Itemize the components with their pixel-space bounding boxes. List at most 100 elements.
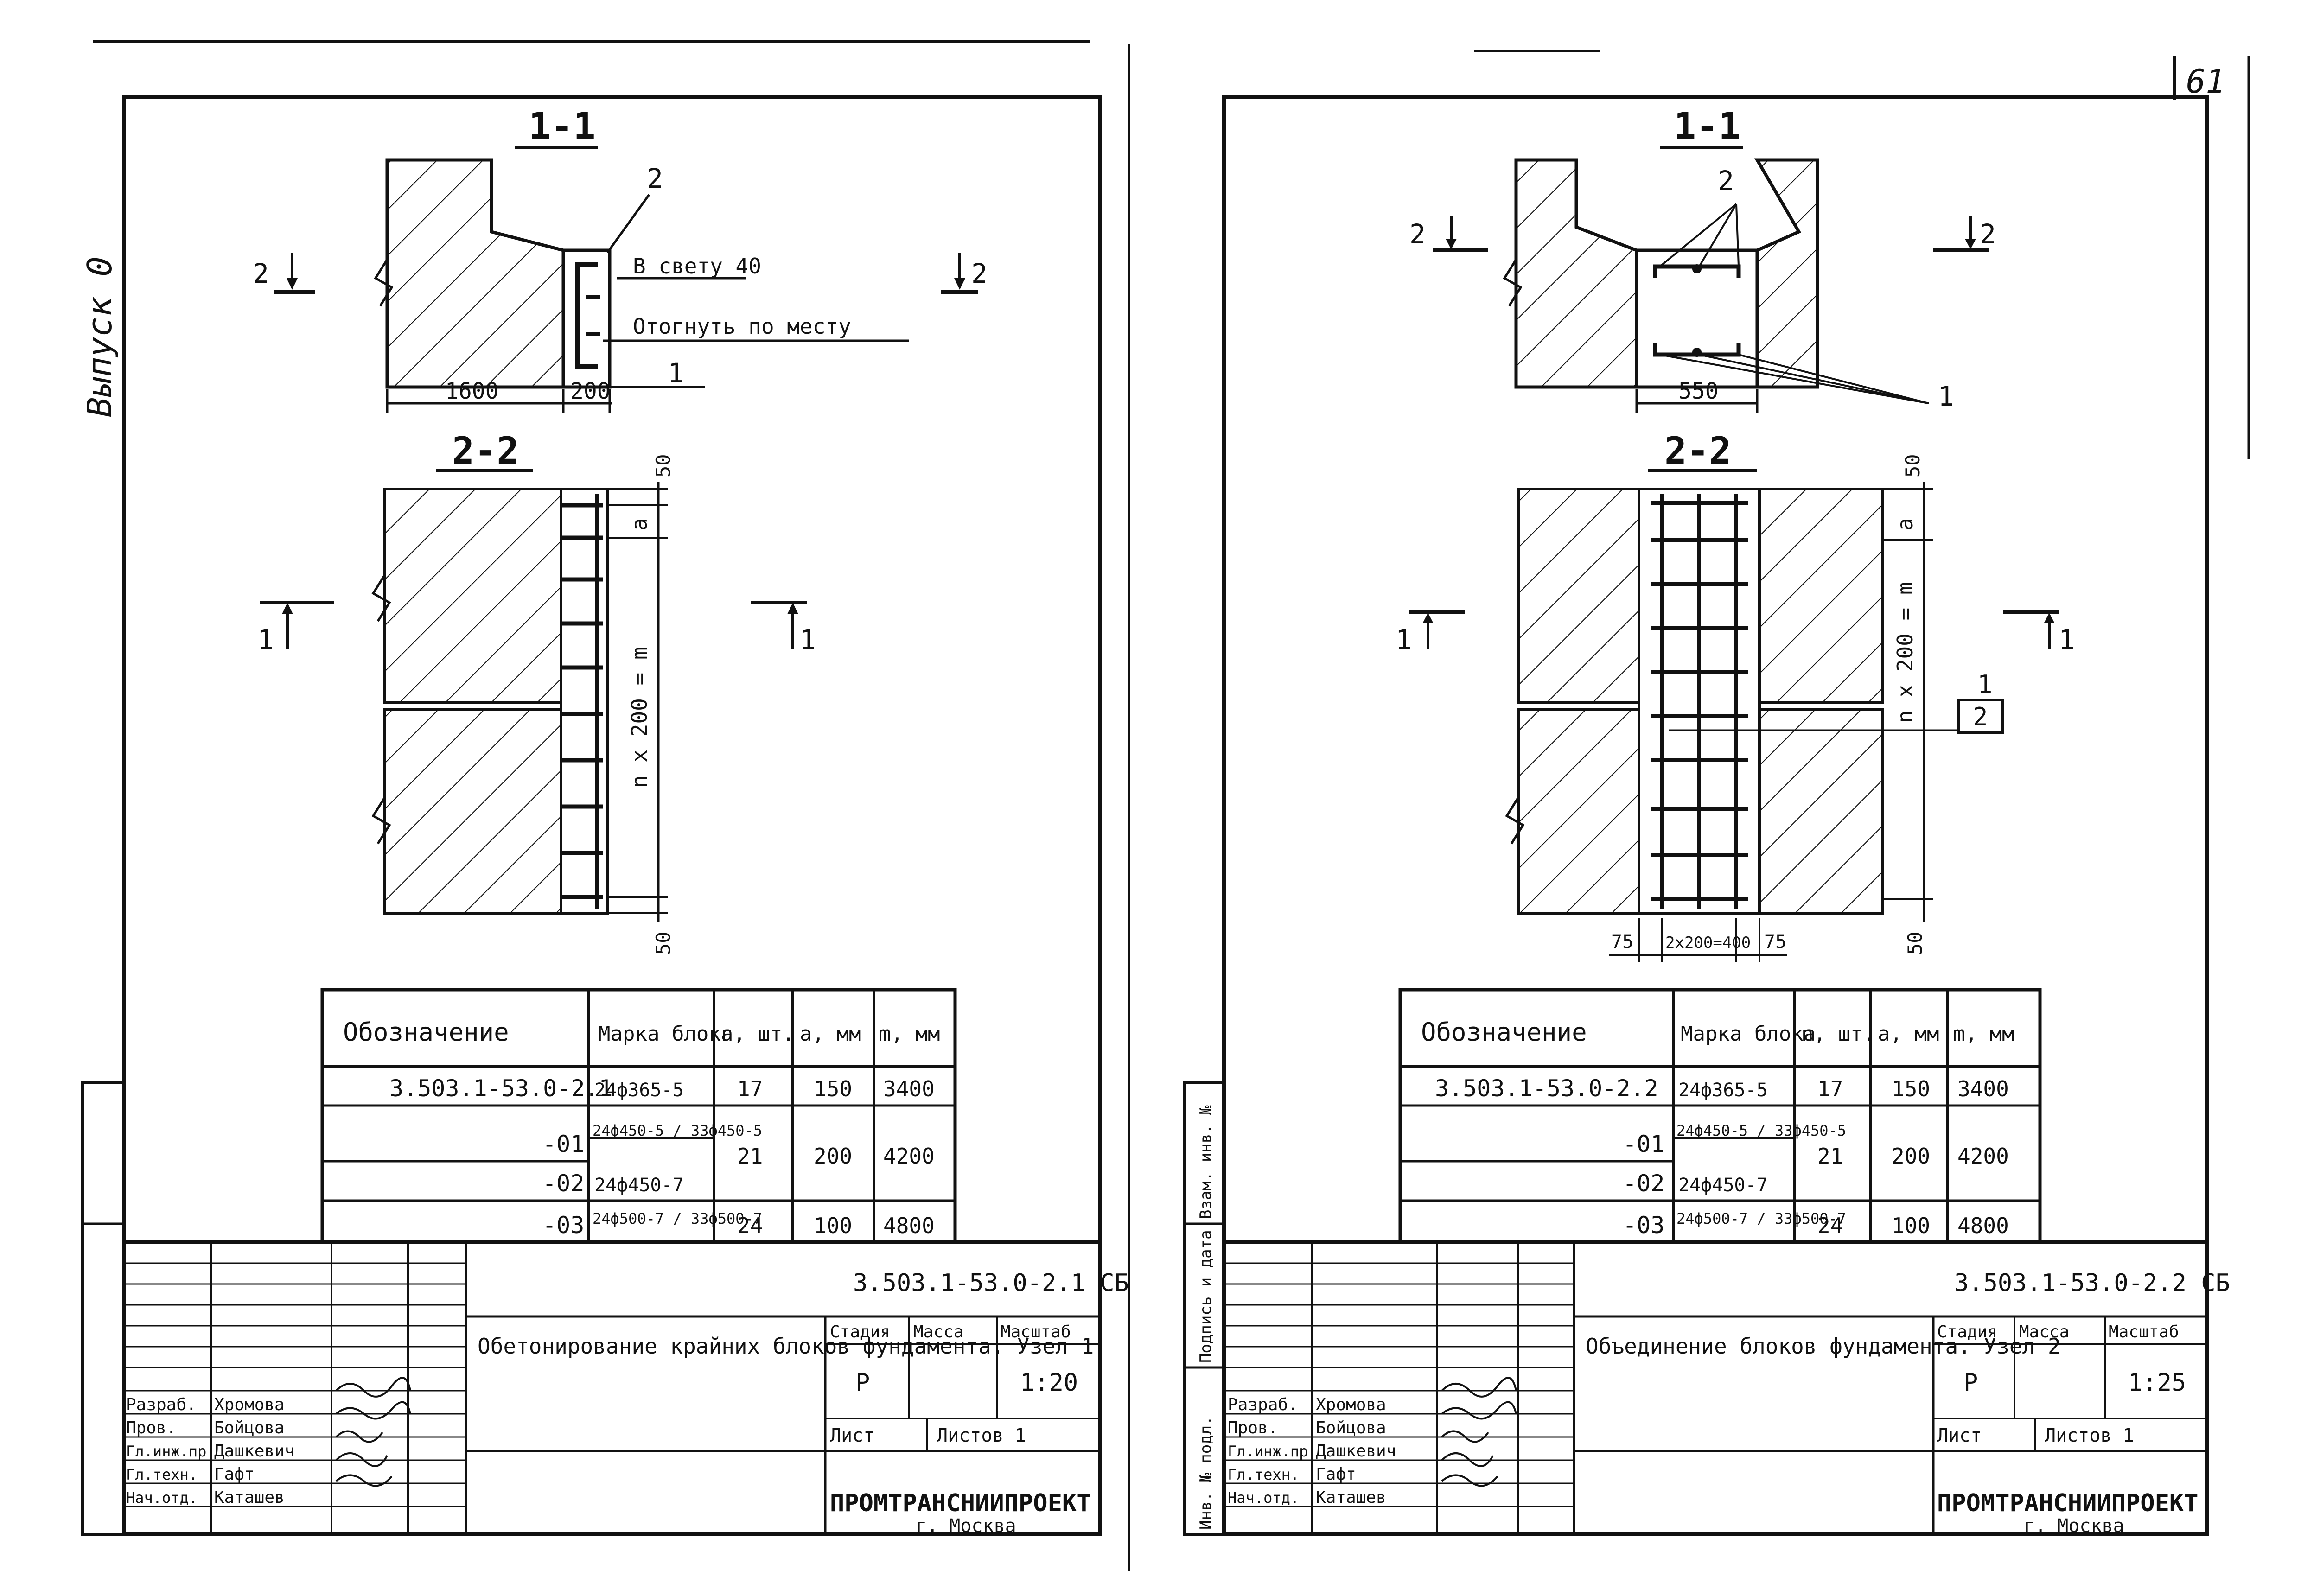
- svg-text:Бойцова: Бойцова: [214, 1418, 285, 1437]
- svg-text:Гафт: Гафт: [214, 1465, 255, 1484]
- svg-text:Гл.техн.: Гл.техн.: [1228, 1466, 1299, 1483]
- right-dim-75-right: 75: [1764, 931, 1786, 953]
- svg-text:24ф500-7 / 33ф500-7: 24ф500-7 / 33ф500-7: [1676, 1210, 1846, 1227]
- svg-text:г. Москва: г. Москва: [2024, 1515, 2124, 1537]
- right-org-name: ПРОМТРАНСНИИПРОЕКТ: [1937, 1489, 2199, 1517]
- svg-text:200: 200: [1892, 1144, 1930, 1169]
- svg-text:200: 200: [814, 1144, 852, 1169]
- left-sheet-frame: [122, 95, 1102, 1536]
- svg-text:24: 24: [1817, 1213, 1843, 1238]
- left-spec-table: Обозначение Марка блока n, шт. a, мм m, …: [320, 988, 957, 1244]
- right-title-block: Разраб. Хромова Пров. Бойцова Гл.инж.пр …: [1224, 1240, 2230, 1537]
- stamp-signature-date: Подпись и дата: [1197, 1230, 1215, 1363]
- svg-text:4200: 4200: [1957, 1144, 2009, 1169]
- left-cut-2-right: 2: [971, 258, 988, 289]
- svg-text:24ф365-5: 24ф365-5: [1678, 1080, 1768, 1101]
- svg-text:Гафт: Гафт: [1316, 1465, 1356, 1484]
- left-block-upper: [383, 488, 562, 704]
- svg-text:Масса: Масса: [913, 1323, 963, 1342]
- svg-text:Дашкевич: Дашкевич: [214, 1442, 294, 1461]
- right-drawing-code: 3.503.1-53.0-2.2 СБ: [1954, 1269, 2230, 1297]
- left-dim-50-top: 50: [652, 454, 675, 477]
- right-cut-1-right: 1: [2059, 624, 2075, 655]
- left-th-designation: Обозначение: [343, 1017, 509, 1047]
- svg-text:Дашкевич: Дашкевич: [1316, 1442, 1396, 1461]
- svg-text:Каташев: Каташев: [214, 1488, 285, 1507]
- left-dim-a: a: [627, 518, 652, 531]
- svg-text:Гл.инж.пр: Гл.инж.пр: [1228, 1443, 1308, 1460]
- right-dim-50-bot: 50: [1904, 931, 1926, 955]
- left-drawing-code: 3.503.1-53.0-2.1 СБ: [853, 1269, 1129, 1297]
- right-th-m: m, мм: [1953, 1022, 2014, 1046]
- left-cut-1-left: 1: [257, 624, 274, 655]
- right-block-lower-right: [1758, 708, 1884, 915]
- left-dim-200: 200: [570, 378, 611, 404]
- right-sheet: Взам. инв. № Подпись и дата Инв. № подл.…: [1183, 95, 2230, 1537]
- svg-text:Каташев: Каташев: [1316, 1488, 1386, 1507]
- svg-text:4800: 4800: [1957, 1213, 2009, 1238]
- left-cut-2-left: 2: [253, 258, 269, 289]
- table-row: -03: [1623, 1212, 1664, 1239]
- right-cut-2-left: 2: [1409, 218, 1426, 250]
- svg-text:Гл.техн.: Гл.техн.: [126, 1466, 198, 1483]
- right-concrete-infill: [1635, 248, 1759, 389]
- right-sheet-frame: [1222, 95, 2209, 1536]
- svg-text:Нач.отд.: Нач.отд.: [1228, 1489, 1299, 1507]
- right-callout-1: 1: [1938, 381, 1954, 412]
- left-dim-50-bot: 50: [652, 931, 675, 955]
- svg-text:150: 150: [1892, 1076, 1930, 1101]
- table-row: 3.503.1-53.0-2.1: [389, 1075, 613, 1102]
- svg-text:21: 21: [1817, 1144, 1843, 1169]
- left-margin-strip: [81, 1081, 126, 1536]
- svg-text:Гл.инж.пр: Гл.инж.пр: [126, 1443, 206, 1460]
- left-stage: Р: [855, 1369, 870, 1397]
- left-th-n: n, шт.: [721, 1022, 795, 1046]
- left-section-2-2-title: 2-2: [452, 429, 519, 472]
- right-dim-a: a: [1893, 518, 1918, 531]
- svg-text:4200: 4200: [883, 1144, 935, 1169]
- left-dim-nx200: n x 200 = m: [627, 647, 652, 788]
- svg-text:Нач.отд.: Нач.отд.: [126, 1489, 198, 1507]
- right-spec-table: Обозначение Марка блока n, шт. a, мм m, …: [1398, 988, 2042, 1244]
- right-block-lower-left: [1517, 708, 1640, 915]
- svg-text:Стадия: Стадия: [1937, 1323, 1997, 1342]
- right-th-a: a, мм: [1878, 1022, 1939, 1046]
- right-dim-nx200: n x 200 = m: [1893, 582, 1918, 723]
- svg-text:24ф500-7 / 33ф500-7: 24ф500-7 / 33ф500-7: [593, 1210, 762, 1227]
- left-dim-1600: 1600: [445, 378, 499, 404]
- right-dim-50-top: 50: [1901, 454, 1924, 477]
- svg-text:17: 17: [1817, 1076, 1843, 1101]
- right-block-upper-right: [1758, 488, 1884, 704]
- right-dim-550: 550: [1678, 378, 1719, 404]
- stamp-inventory: Инв. № подл.: [1197, 1416, 1215, 1530]
- svg-text:Листов 1: Листов 1: [2045, 1425, 2134, 1446]
- signature-marks: [335, 1377, 411, 1487]
- svg-text:3400: 3400: [1957, 1076, 2009, 1101]
- svg-text:100: 100: [1892, 1213, 1930, 1238]
- right-block-left: [1514, 158, 1638, 389]
- left-sheet: 1-1 2 В свету 40 Отогнуть по месту 1 160…: [81, 95, 1129, 1537]
- right-rebar-cage: [1651, 494, 1748, 909]
- signature-marks: [1441, 1377, 1517, 1487]
- left-th-mark: Марка блока: [598, 1022, 733, 1046]
- page-number: 61: [2186, 63, 2225, 101]
- left-drawing-title: Обетонирование крайних блоков фундамента…: [478, 1334, 1094, 1359]
- svg-text:Пров.: Пров.: [126, 1418, 176, 1437]
- svg-text:Бойцова: Бойцова: [1316, 1418, 1386, 1437]
- left-scale: 1:20: [1020, 1369, 1078, 1397]
- right-cut-2-right: 2: [1980, 218, 1996, 250]
- svg-text:150: 150: [814, 1076, 852, 1101]
- right-margin-strip: [1183, 1081, 1225, 1536]
- right-callout-2: 2: [1718, 165, 1734, 197]
- svg-text:24ф450-7: 24ф450-7: [1678, 1175, 1768, 1196]
- svg-text:Пров.: Пров.: [1228, 1418, 1278, 1437]
- right-th-mark: Марка блока: [1681, 1022, 1816, 1046]
- right-block-right: [1754, 158, 1819, 389]
- table-row: -02: [542, 1170, 584, 1197]
- right-section-1-1: 1-1 2 1 550: [1409, 105, 1996, 413]
- left-concrete-infill: [561, 248, 612, 389]
- svg-text:Масштаб: Масштаб: [2109, 1323, 2179, 1342]
- left-block-lower: [383, 708, 562, 915]
- table-row: -03: [542, 1212, 584, 1239]
